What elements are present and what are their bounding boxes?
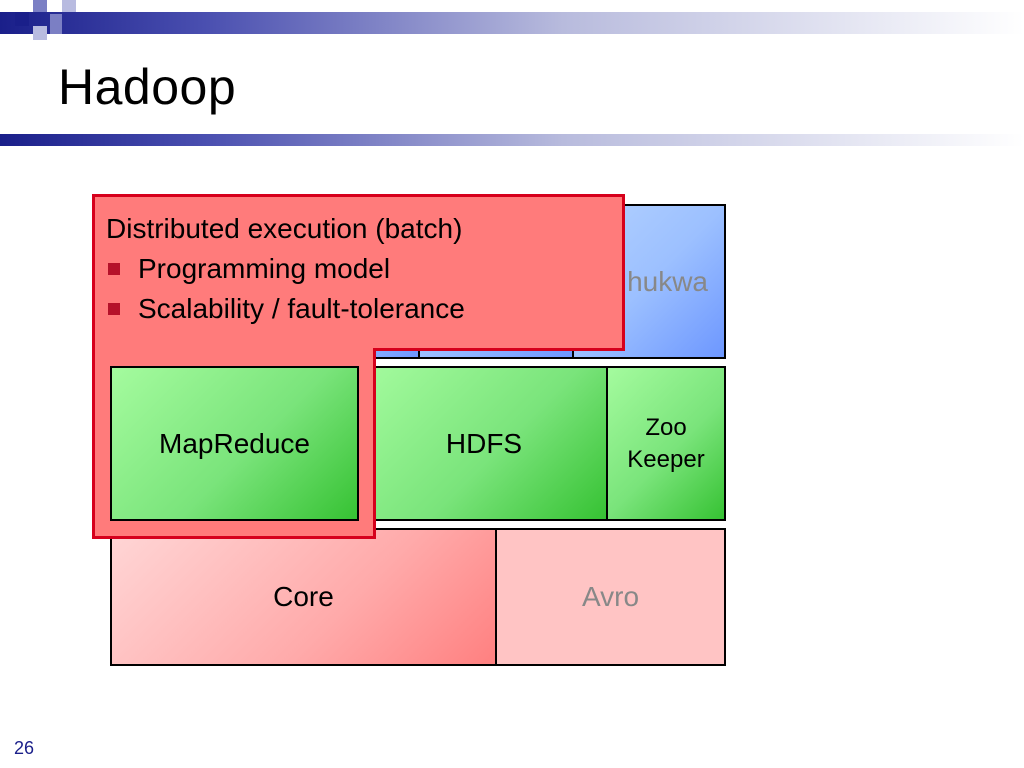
stack-box-mapreduce: MapReduce — [110, 366, 359, 521]
decorative-square — [62, 0, 76, 12]
decorative-square — [50, 14, 62, 34]
stack-box-avro: Avro — [495, 528, 726, 666]
callout-bullet-item: Scalability / fault-tolerance — [106, 289, 465, 329]
decorative-square — [33, 0, 47, 12]
callout-joint — [95, 340, 373, 354]
stack-box-core: Core — [110, 528, 497, 666]
callout-bullet-text: Programming model — [138, 253, 391, 284]
callout-heading: Distributed execution (batch) — [106, 213, 463, 244]
zookeeper-label-line1: Zoo — [645, 413, 687, 441]
zookeeper-label-line2: Keeper — [627, 445, 705, 473]
chukwa-label: hukwa — [627, 265, 708, 297]
hdfs-label: HDFS — [445, 427, 523, 459]
callout-bullet-item: Programming model — [106, 249, 465, 289]
callout-text: Distributed execution (batch) Programmin… — [106, 209, 465, 329]
decorative-square — [33, 26, 47, 40]
callout-bullet-text: Scalability / fault-tolerance — [138, 293, 465, 324]
square-bullet-icon — [108, 303, 120, 315]
slide-title: Hadoop — [58, 59, 237, 115]
core-label: Core — [273, 581, 334, 612]
square-bullet-icon — [108, 263, 120, 275]
stack-box-zookeeper: Zoo Keeper — [606, 366, 726, 521]
title-underline-bar — [0, 134, 1024, 146]
stack-box-hdfs: HDFS — [360, 366, 608, 521]
decorative-square — [15, 12, 29, 26]
mapreduce-label: MapReduce — [159, 427, 310, 459]
avro-label: Avro — [581, 581, 640, 612]
header-gradient-bar — [0, 12, 1024, 34]
page-number: 26 — [14, 738, 35, 758]
